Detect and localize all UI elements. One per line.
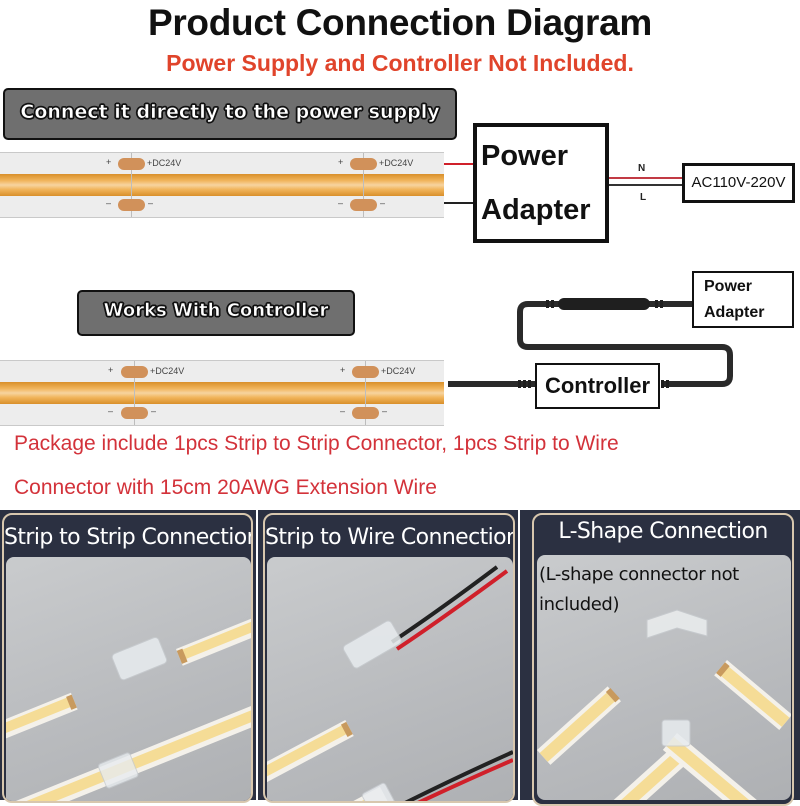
minus-mark: –: [106, 198, 112, 208]
wire-connector: [342, 620, 402, 669]
l-shape-photo: (L-shape connector not included): [537, 555, 791, 800]
strip-connector: [111, 636, 168, 681]
positive-wire: [395, 569, 509, 651]
joined-led-strip: [6, 692, 251, 801]
cable-strain-relief: [518, 300, 669, 388]
positive-wire: [417, 758, 513, 801]
controller-cable: [448, 298, 733, 388]
strip-to-strip-illustration: [6, 607, 251, 801]
plus-mark: +: [340, 365, 346, 375]
l-shape-joined-strip: [597, 719, 785, 800]
led-strip-light-band: [0, 174, 444, 196]
power-adapter-line1: Power: [704, 278, 753, 295]
mains-voltage-box: AC110V-220V: [682, 163, 795, 203]
package-note-line1: Package include 1pcs Strip to Strip Conn…: [14, 432, 619, 455]
voltage-mark: +DC24V: [147, 158, 182, 168]
solder-pad-negative: [352, 407, 379, 419]
plus-mark: +: [108, 365, 114, 375]
solder-pad-positive: [121, 366, 148, 378]
minus-mark: –: [380, 198, 386, 208]
led-strip-piece: [176, 607, 251, 666]
controller-power-adapter-box: Power Adapter: [692, 271, 794, 328]
panel-l-shape: L-Shape Connection (L-shape connector no…: [520, 510, 800, 806]
controller-connection-label: Works With Controller: [77, 290, 355, 336]
led-strip-controller: + +DC24V – – + +DC24V – –: [0, 360, 444, 426]
minus-mark: –: [340, 406, 346, 416]
neutral-label: N: [638, 163, 646, 174]
negative-wire: [404, 750, 513, 801]
l-shape-note-line2: included): [539, 594, 620, 615]
panel-title: Strip to Wire Connection: [265, 525, 515, 550]
minus-mark: –: [108, 406, 114, 416]
positive-wire: [444, 163, 476, 165]
cut-line: [134, 361, 135, 425]
live-wire: [609, 184, 683, 186]
solder-pad-negative: [118, 199, 145, 211]
solder-pad-positive: [352, 366, 379, 378]
power-adapter-line2: Adapter: [481, 194, 591, 226]
panel-strip-to-wire: Strip to Wire Connection: [258, 510, 518, 803]
solder-pad-positive: [118, 158, 145, 170]
panel-strip-to-strip: Strip to Strip Connection: [0, 510, 256, 803]
minus-mark: –: [382, 406, 388, 416]
plus-mark: +: [338, 157, 344, 167]
minus-mark: –: [148, 198, 154, 208]
power-adapter-box: Power Adapter: [473, 123, 609, 243]
page-title: Product Connection Diagram: [147, 2, 653, 43]
cut-line: [363, 153, 364, 217]
panel-title: L-Shape Connection: [558, 519, 768, 544]
minus-mark: –: [338, 198, 344, 208]
led-strip-piece: [714, 660, 791, 730]
strip-to-strip-photo: [6, 557, 251, 801]
led-strip-light-band: [0, 382, 444, 404]
power-adapter-line2: Adapter: [704, 304, 765, 321]
negative-wire: [390, 565, 499, 644]
solder-pad-negative: [350, 199, 377, 211]
dc-connector: [558, 298, 650, 310]
cut-line: [131, 153, 132, 217]
strip-to-wire-illustration: [267, 565, 513, 801]
adapter-cable: [517, 301, 733, 387]
led-strip-piece: [267, 720, 354, 783]
solder-pad-positive: [350, 158, 377, 170]
controller-box: Controller: [535, 363, 660, 409]
l-shape-illustration: [537, 609, 791, 800]
l-shape-connector: [646, 609, 708, 639]
l-shape-note: (L-shape connector not included): [539, 560, 739, 620]
direct-connection-label: Connect it directly to the power supply: [3, 88, 457, 140]
plus-mark: +: [106, 157, 112, 167]
voltage-mark: +DC24V: [150, 366, 185, 376]
negative-wire: [444, 202, 476, 204]
panel-title: Strip to Strip Connection: [4, 525, 253, 550]
voltage-mark: +DC24V: [381, 366, 416, 376]
neutral-wire: [609, 177, 683, 179]
led-strip-piece: [6, 692, 78, 744]
led-strip-piece: [537, 686, 621, 765]
strip-to-wire-photo: [267, 557, 513, 801]
live-label: L: [640, 192, 647, 203]
led-strip-direct: + +DC24V – – + +DC24V – –: [0, 152, 444, 218]
page-subtitle: Power Supply and Controller Not Included…: [166, 50, 634, 76]
package-note-line2: Connector with 15cm 20AWG Extension Wire: [14, 476, 437, 499]
power-adapter-line1: Power: [481, 140, 569, 172]
minus-mark: –: [151, 406, 157, 416]
l-shape-note-line1: (L-shape connector not: [539, 564, 739, 585]
solder-pad-negative: [121, 407, 148, 419]
voltage-mark: +DC24V: [379, 158, 414, 168]
cut-line: [365, 361, 366, 425]
